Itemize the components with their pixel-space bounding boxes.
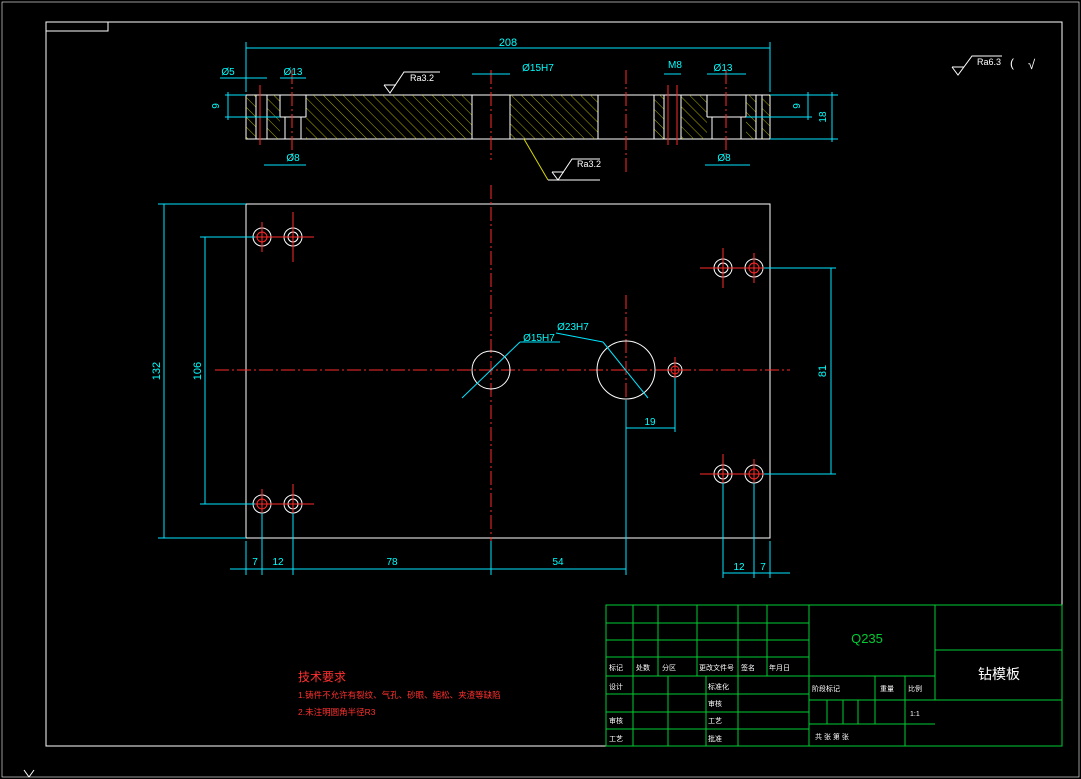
surface-finish-bottom: Ra3.2 [523, 138, 601, 181]
surface-finish-top: Ra3.2 [383, 71, 440, 94]
tb-approver: 批准 [708, 734, 722, 743]
dim-right-9: 9 [792, 103, 803, 109]
ra-general-label: Ra6.3 [977, 57, 1001, 67]
tb-weight: 重量 [880, 685, 894, 693]
dim-left-9: 9 [211, 103, 222, 109]
title-block: Q235 钻模板 标记 处数 分区 更改文件号 签名 年月日 设计 标准化 审核… [605, 604, 1063, 747]
hole-dia15 [471, 350, 511, 390]
part-name: 钻模板 [978, 666, 1020, 682]
tb-stage-mark: 阶段标记 [812, 684, 840, 693]
dim-bottom-7-right: 7 [760, 562, 766, 573]
section-dimensions: 208 Ø5 Ø13 Ø15H7 M8 Ø13 Ø8 Ø8 9 9 18 [211, 37, 838, 166]
tb-label-zone: 分区 [662, 663, 676, 672]
dim-bottom-78: 78 [386, 557, 398, 568]
dim-dia23-plan: Ø23H7 [557, 322, 589, 333]
dim-bottom-12-left: 12 [272, 557, 284, 568]
dim-height-132: 132 [151, 362, 163, 380]
dim-overall-length: 208 [499, 37, 517, 49]
dim-bottom-12-right: 12 [733, 562, 745, 573]
tb-ratio: 比例 [908, 684, 922, 693]
cursor-icon [23, 769, 35, 778]
ra-top-label: Ra3.2 [410, 73, 434, 83]
tb-checker: 审核 [708, 699, 722, 708]
corner-holes [246, 212, 770, 524]
tb-designer: 设计 [609, 682, 623, 691]
tb-label-sign: 签名 [741, 663, 755, 672]
plan-view [215, 185, 790, 550]
tb-label-date: 年月日 [769, 663, 790, 672]
check-icon: √ [1028, 57, 1036, 72]
dim-bottom-7-left: 7 [252, 557, 258, 568]
section-hatch [246, 95, 770, 139]
tb-scale-value: 1:1 [910, 711, 920, 718]
surface-finish-general: Ra6.3 ( √ [951, 55, 1036, 76]
ra-general-paren: ( [1010, 56, 1014, 70]
plan-dimensions: 132 106 81 Ø15H7 Ø23H7 19 7 12 78 54 12 … [151, 203, 836, 578]
dim-dia8-left: Ø8 [286, 153, 300, 164]
tb-label-mark: 标记 [609, 663, 623, 672]
dim-dia15-top: Ø15H7 [522, 63, 554, 74]
material-label: Q235 [851, 631, 883, 646]
dim-height-81: 81 [817, 365, 829, 377]
tb-label-count: 处数 [636, 663, 650, 672]
tb-craft: 工艺 [609, 735, 623, 743]
dim-height-106: 106 [192, 362, 204, 380]
tb-sheets: 共 张 第 张 [815, 732, 849, 741]
dim-dia5: Ø5 [221, 67, 235, 78]
tb-blank: 工艺 [708, 717, 722, 725]
dim-dia13-left: Ø13 [284, 67, 303, 78]
tb-reviewer: 审核 [609, 716, 623, 725]
dim-bottom-54: 54 [552, 557, 564, 568]
tb-standardizer: 标准化 [708, 682, 729, 691]
dim-thickness-18: 18 [818, 111, 829, 123]
dim-offset-19: 19 [644, 417, 656, 428]
dim-m8: M8 [668, 60, 682, 71]
hole-dia23 [596, 340, 656, 400]
tech-notes-heading: 技术要求 [298, 670, 346, 684]
technical-notes: 技术要求 1.铸件不允许有裂纹、气孔、砂眼、缩松、夹渣等缺陷 2.未注明圆角半径… [298, 670, 501, 717]
dim-dia15-plan: Ø15H7 [523, 333, 555, 344]
ra-bottom-label: Ra3.2 [577, 159, 601, 169]
tb-label-docno: 更改文件号 [699, 663, 734, 672]
tech-notes-line1: 1.铸件不允许有裂纹、气孔、砂眼、缩松、夹渣等缺陷 [298, 690, 501, 700]
dim-dia13-right: Ø13 [714, 63, 733, 74]
dim-dia8-right: Ø8 [717, 153, 731, 164]
tech-notes-line2: 2.未注明圆角半径R3 [298, 707, 376, 717]
section-view [245, 70, 771, 175]
